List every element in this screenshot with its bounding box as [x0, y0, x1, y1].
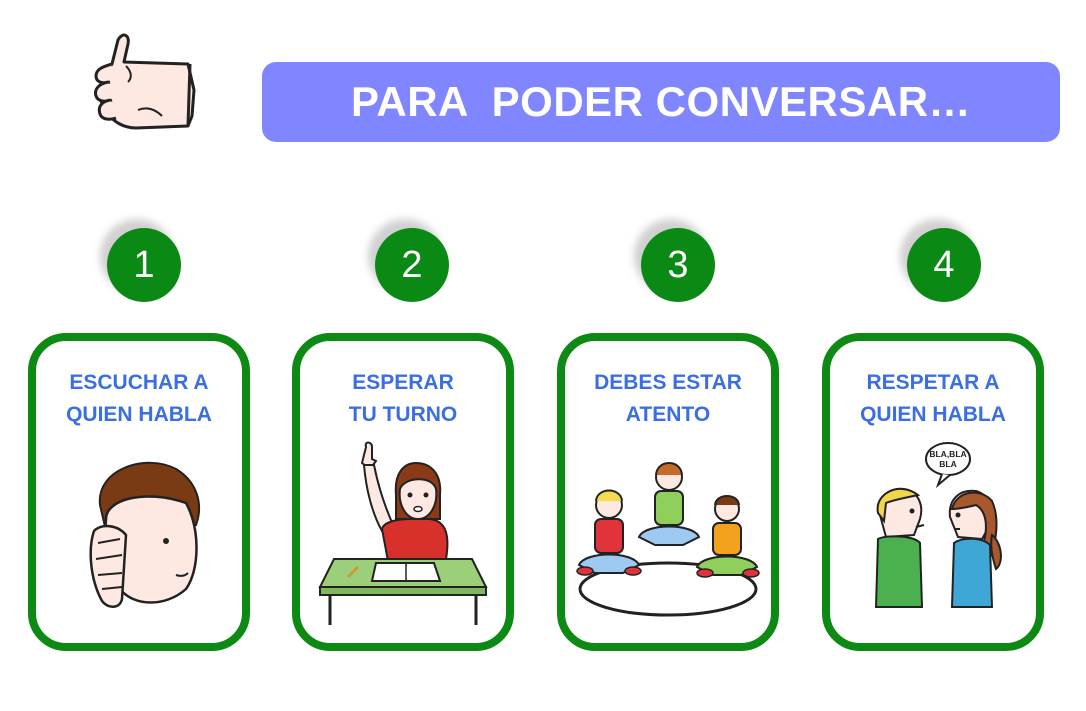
step-card: ESCUCHAR A QUIEN HABLA: [28, 333, 250, 651]
title-banner: PARA PODER CONVERSAR…: [262, 62, 1060, 142]
listening-ear-icon: [36, 439, 242, 629]
two-people-talking-icon: BLA,BLA BLA: [830, 439, 1036, 629]
step-label: RESPETAR A QUIEN HABLA: [860, 371, 1006, 426]
thumbs-up-icon: [78, 30, 202, 134]
speech-bubble-text: BLA,BLA: [929, 449, 966, 459]
children-circle-icon: [565, 439, 771, 629]
step-card: ESPERAR TU TURNO: [292, 333, 514, 651]
step-card: DEBES ESTAR ATENTO: [557, 333, 779, 651]
step-number-badge: 2: [375, 228, 449, 302]
step-label: ESCUCHAR A QUIEN HABLA: [66, 371, 212, 426]
page-title: PARA PODER CONVERSAR…: [350, 78, 972, 125]
step-number-badge: 4: [907, 228, 981, 302]
step-number-badge: 1: [107, 228, 181, 302]
raised-hand-student-icon: [300, 439, 506, 629]
step-card: RESPETAR A QUIEN HABLA BLA,BLA BLA: [822, 333, 1044, 651]
svg-text:BLA: BLA: [939, 459, 956, 469]
step-number-badge: 3: [641, 228, 715, 302]
step-label: ESPERAR TU TURNO: [348, 371, 458, 426]
step-label: DEBES ESTAR ATENTO: [594, 371, 742, 426]
